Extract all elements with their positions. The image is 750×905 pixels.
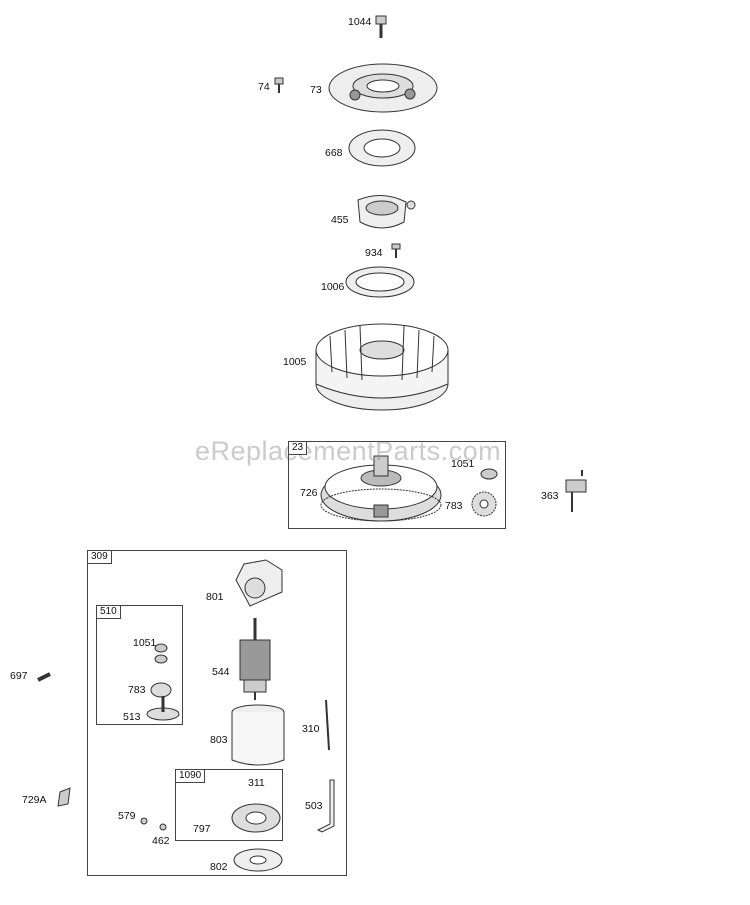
- part-697-bolt: [37, 672, 51, 682]
- label-783-b: 783: [128, 684, 146, 696]
- label-462: 462: [152, 835, 170, 847]
- group-1090-tag: 1090: [175, 769, 206, 783]
- label-1051-b: 1051: [133, 637, 157, 649]
- part-1005-flywheel: [315, 323, 449, 411]
- part-783-gear-b: [150, 682, 172, 698]
- part-363-bracket: [565, 470, 587, 512]
- label-726: 726: [300, 487, 318, 499]
- label-363: 363: [541, 490, 559, 502]
- label-729A: 729A: [22, 794, 47, 806]
- label-934: 934: [365, 247, 383, 259]
- part-797-brush-plate: [231, 803, 281, 833]
- part-1051-gear-b: [154, 643, 168, 664]
- label-697: 697: [10, 670, 28, 682]
- label-797: 797: [193, 823, 211, 835]
- group-309-tag: 309: [87, 550, 112, 564]
- part-934-screw: [391, 243, 401, 258]
- label-1044: 1044: [348, 16, 372, 28]
- part-1006-ring: [345, 266, 415, 298]
- part-668-plate: [348, 129, 416, 167]
- group-510-box: 510: [96, 605, 183, 725]
- part-1044-bolt: [375, 15, 387, 38]
- group-23-tag: 23: [288, 441, 308, 455]
- label-783-a: 783: [445, 500, 463, 512]
- part-513-drive: [146, 696, 180, 721]
- part-74-screw: [274, 77, 284, 93]
- label-579: 579: [118, 810, 136, 822]
- label-803: 803: [210, 734, 228, 746]
- part-801-end-cap: [235, 559, 283, 607]
- group-23-box: 23: [288, 441, 506, 529]
- part-579-nut: [140, 817, 148, 825]
- label-73: 73: [310, 84, 322, 96]
- label-801: 801: [206, 591, 224, 603]
- label-1005: 1005: [283, 356, 307, 368]
- label-513: 513: [123, 711, 141, 723]
- part-803-housing: [231, 704, 285, 766]
- label-455: 455: [331, 214, 349, 226]
- label-544: 544: [212, 666, 230, 678]
- part-1051-gear-a: [480, 468, 498, 480]
- label-74: 74: [258, 81, 270, 93]
- part-503-bracket: [316, 779, 335, 833]
- label-802: 802: [210, 861, 228, 873]
- label-1006: 1006: [321, 281, 345, 293]
- label-668: 668: [325, 147, 343, 159]
- part-802-plate: [233, 848, 283, 872]
- group-309-box: 309: [87, 550, 347, 876]
- part-73-fan-plate: [328, 63, 438, 113]
- label-310: 310: [302, 723, 320, 735]
- part-455-bracket: [357, 195, 416, 229]
- label-503: 503: [305, 800, 323, 812]
- part-310-bolt: [325, 699, 330, 751]
- group-1090-box: 1090: [175, 769, 283, 841]
- part-726-ring-gear: [320, 455, 442, 522]
- part-783-gear-a: [471, 491, 497, 517]
- part-462-nut: [159, 823, 167, 831]
- label-311: 311: [248, 777, 265, 789]
- part-729A-clip: [57, 787, 71, 807]
- label-1051-a: 1051: [451, 458, 475, 470]
- group-510-tag: 510: [96, 605, 121, 619]
- part-544-armature: [239, 618, 271, 700]
